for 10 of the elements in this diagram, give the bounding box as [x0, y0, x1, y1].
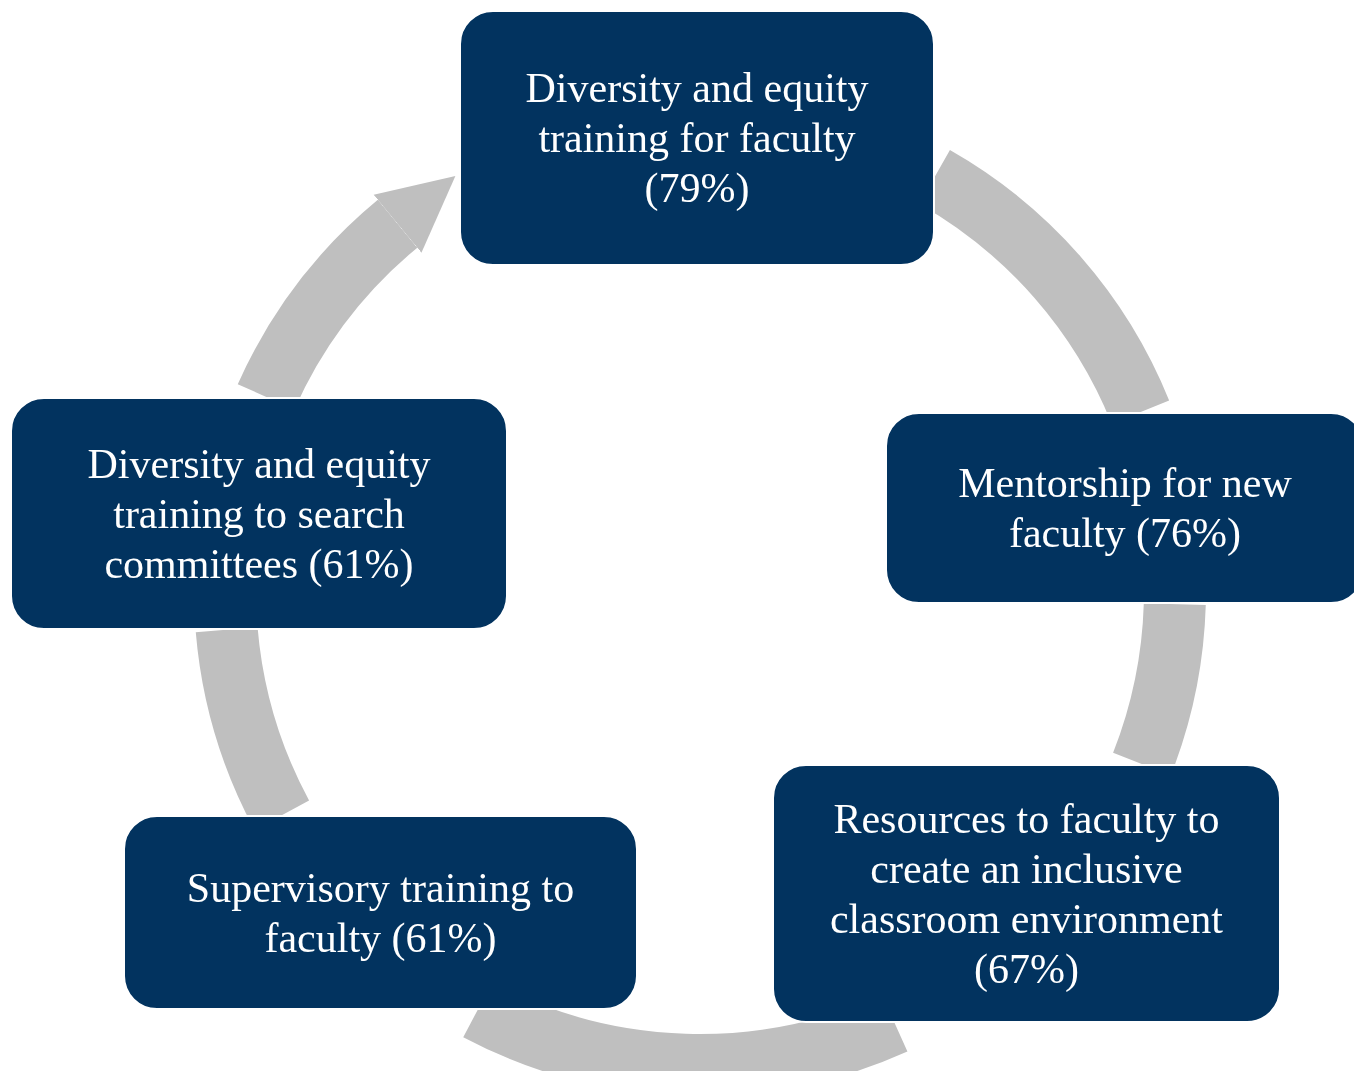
- box-label: Diversity and equity training for faculty (79%): [524, 64, 870, 213]
- box-label: Supervisory training to faculty (61%): [185, 863, 576, 963]
- process-box: [123, 815, 638, 1010]
- process-box: [459, 10, 935, 266]
- process-box: [10, 397, 508, 630]
- process-box: [885, 412, 1354, 604]
- box-label: Mentorship for new faculty (76%): [957, 459, 1293, 558]
- process-box: [772, 764, 1281, 1023]
- box-label: Diversity and equity training to search committees (61%): [86, 439, 432, 589]
- box-label: Resources to faculty to create an inclusive classroom environment (67%): [828, 794, 1225, 994]
